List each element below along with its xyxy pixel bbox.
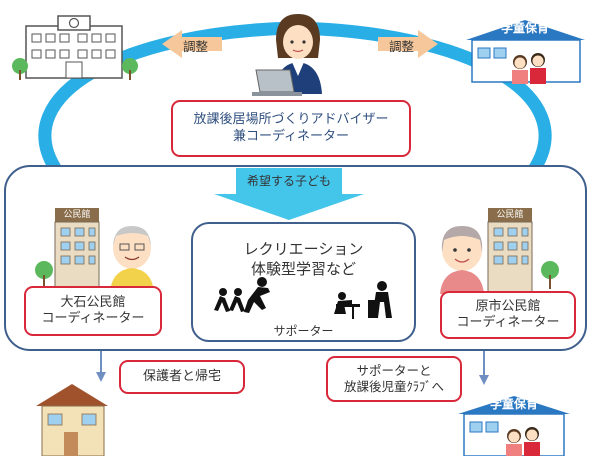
hope-children-label: 希望する子ども [246,174,331,188]
afterschool-building-icon-bottom [458,396,570,456]
home-outcome-box: 保護者と帰宅 [119,360,245,394]
right-coordination-label: 調整 [389,39,415,54]
left-coordination-arrow [162,30,222,58]
advisor-person-icon [252,14,322,96]
down-arrow-left [96,349,106,382]
activity-line1: レクリエーション [243,240,364,258]
afterschool-sign-bottom: 学童保育 [489,397,538,411]
club-outcome-line1: サポーターと [356,363,432,379]
down-arrow-right [479,349,489,385]
right-coordinator-box: 原市公民館 コーディネーター [440,291,576,339]
school-building-icon [12,15,138,80]
activity-box: レクリエーション 体験型学習など サポーター [191,222,416,342]
club-outcome-line2: 放課後児童ｸﾗﾌﾞへ [343,379,444,394]
left-coordinator-line1: 大石公民館 [60,294,126,310]
left-coordinator-box: 大石公民館 コーディネーター [24,286,162,336]
right-coordinator-line1: 原市公民館 [475,298,541,314]
right-building-sign: 公民館 [496,210,524,220]
afterschool-sign-top: 学童保育 [500,21,549,35]
advisor-title-line2: 兼コーディネーター [232,128,350,144]
left-building-sign: 公民館 [63,210,91,220]
left-coordinator-line2: コーディネーター [41,311,145,326]
supporter-label: サポーター [273,324,334,338]
activity-line2: 体験型学習など [250,260,356,278]
advisor-title-line1: 放課後居場所づくりアドバイザー [193,112,389,128]
right-coordinator-line2: コーディネーター [456,315,560,330]
house-icon [36,384,108,456]
left-coordination-label: 調整 [183,39,209,54]
right-center-person-icon [440,221,559,294]
afterschool-building-icon-top [466,20,585,84]
right-coordination-arrow [378,30,438,58]
club-outcome-box: サポーターと 放課後児童ｸﾗﾌﾞへ [326,356,462,402]
left-center-person-icon [35,221,154,293]
advisor-box: 放課後居場所づくりアドバイザー 兼コーディネーター [171,100,411,157]
home-outcome-label: 保護者と帰宅 [142,368,221,384]
